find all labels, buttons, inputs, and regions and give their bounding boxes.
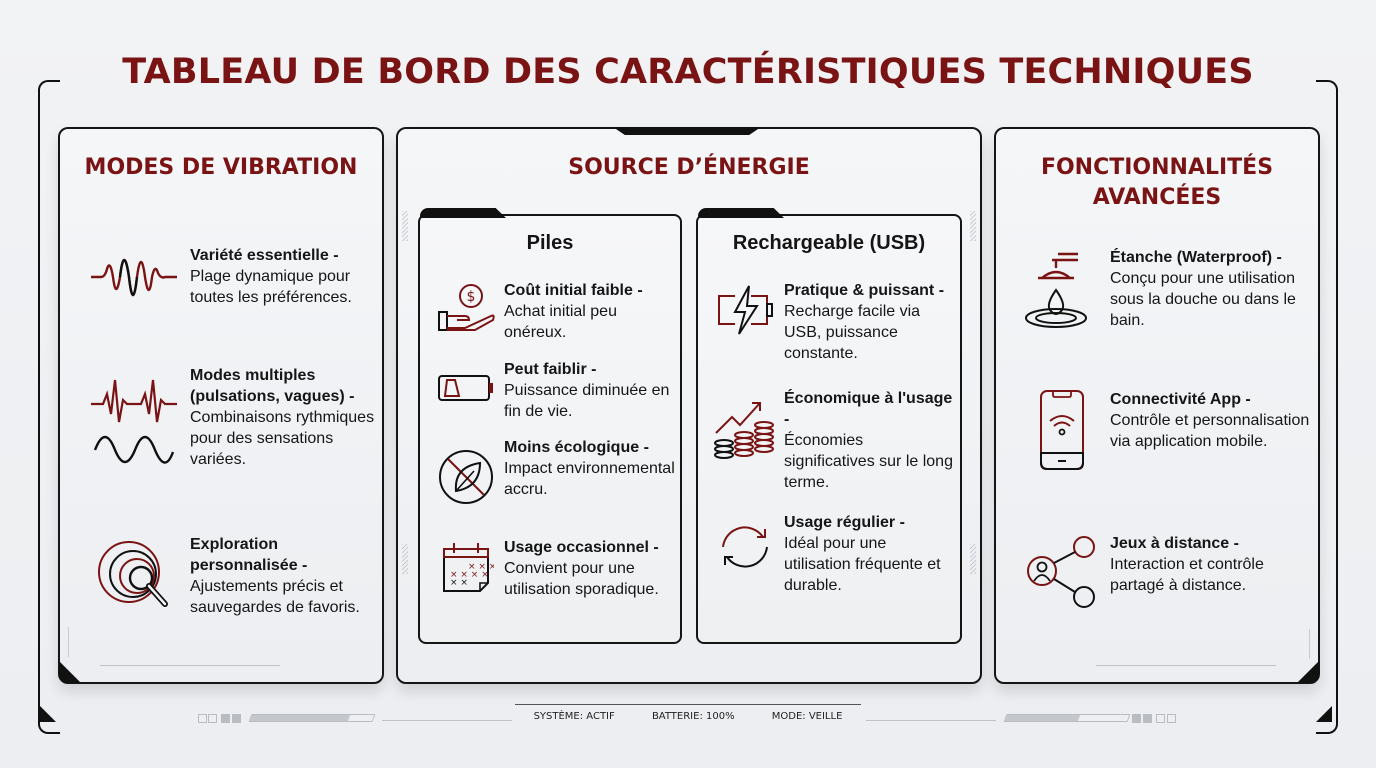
usb-card: Rechargeable (USB) Pratique & puissant -… (696, 208, 962, 644)
feature-item: Économique à l'usage - Économies signific… (706, 388, 958, 493)
search-rings-icon (78, 534, 190, 618)
svg-text:× × × ×: × × × × (450, 570, 489, 580)
feature-item: Connectivité App - Contrôle et personnali… (1014, 387, 1314, 473)
feature-desc: Convient pour une utilisation sporadique… (504, 560, 659, 598)
feature-item: Usage régulier - Idéal pour une utilisati… (706, 512, 958, 596)
feature-title: Économique à l'usage - (784, 390, 953, 428)
coins-growth-icon (706, 388, 784, 474)
feature-title: Peut faiblir - (504, 361, 597, 378)
energy-panel: SOURCE D’ÉNERGIE Piles $ Coût initial fa… (396, 127, 982, 684)
feature-item: $ Coût initial faible - Achat initial peu… (428, 280, 678, 343)
feature-item: Variété essentielle - Plage dynamique pou… (78, 237, 378, 317)
corner-marker (1297, 661, 1319, 683)
status-bar: SYSTÈME: ACTIF BATTERIE: 100% MODE: VEIL… (515, 704, 861, 727)
energy-heading: SOURCE D’ÉNERGIE (568, 155, 810, 180)
feature-title: Coût initial faible - (504, 282, 643, 299)
charging-battery-icon (706, 280, 784, 340)
corner-marker (59, 661, 81, 683)
dashboard-frame (38, 80, 1338, 734)
feature-item: Moins écologique - Impact environnemental… (428, 437, 678, 517)
status-battery: BATTERIE: 100% (651, 710, 735, 722)
shower-drop-icon (1014, 245, 1110, 337)
feature-title: Modes multiples (pulsations, vagues) - (190, 367, 355, 405)
feature-item: × × ×× × × ×× × Usage occasionnel - Convi… (428, 537, 678, 600)
piles-card: Piles $ Coût initial faible - Achat initi… (418, 208, 682, 644)
feature-title: Moins écologique - (504, 439, 649, 456)
feature-desc: Conçu pour une utilisation sous la douch… (1110, 270, 1296, 329)
feature-title: Connectivité App - (1110, 391, 1251, 408)
feature-item: Peut faiblir - Puissance diminuée en fin … (428, 359, 678, 422)
feature-title: Exploration personnalisée - (190, 536, 308, 574)
feature-desc: Interaction et contrôle partagé à distan… (1110, 556, 1264, 594)
feature-desc: Recharge facile via USB, puissance const… (784, 303, 921, 362)
phone-wifi-icon (1014, 387, 1110, 473)
feature-title: Jeux à distance - (1110, 535, 1239, 552)
hand-coin-icon: $ (428, 280, 504, 338)
feature-item: Exploration personnalisée - Ajustements p… (78, 534, 378, 618)
status-mode: MODE: VEILLE (771, 710, 843, 722)
corner-marker (40, 706, 56, 722)
feature-title: Étanche (Waterproof) - (1110, 249, 1282, 266)
feature-title: Usage occasionnel - (504, 539, 659, 556)
feature-item: Jeux à distance - Interaction et contrôle… (1014, 533, 1314, 613)
feature-desc: Achat initial peu onéreux. (504, 303, 617, 341)
page-title: TABLEAU DE BORD DES CARACTÉRISTIQUES TEC… (122, 52, 1254, 92)
vibration-heading: MODES DE VIBRATION (84, 155, 358, 180)
advanced-heading: FONCTIONNALITÉS AVANCÉES (1040, 155, 1274, 210)
waveform-icon (78, 237, 190, 317)
feature-desc: Économies significatives sur le long ter… (784, 432, 953, 491)
feature-title: Pratique & puissant - (784, 282, 945, 299)
svg-text:× ×: × × (450, 578, 468, 588)
feature-desc: Combinaisons rythmiques pour des sensati… (190, 409, 375, 468)
feature-desc: Puissance diminuée en fin de vie. (504, 382, 670, 420)
corner-marker (1316, 706, 1332, 722)
feature-desc: Ajustements précis et sauvegardes de fav… (190, 578, 360, 616)
cycle-arrows-icon (706, 512, 784, 582)
feature-title: Variété essentielle - (190, 247, 339, 264)
feature-item: Étanche (Waterproof) - Conçu pour une uti… (1014, 245, 1314, 337)
no-leaf-icon (428, 437, 504, 517)
calendar-icon: × × ×× × × ×× × (428, 537, 504, 597)
svg-text:$: $ (467, 289, 476, 305)
usb-heading: Rechargeable (USB) (732, 232, 926, 254)
feature-item: Pratique & puissant - Recharge facile via… (706, 280, 958, 364)
pulse-wave-icon (78, 365, 190, 475)
feature-desc: Contrôle et personnalisation via applica… (1110, 412, 1310, 450)
vibration-panel: MODES DE VIBRATION Variété essentielle -… (58, 127, 384, 684)
feature-item: Modes multiples (pulsations, vagues) - Co… (78, 365, 378, 475)
status-system: SYSTÈME: ACTIF (533, 710, 615, 722)
feature-desc: Plage dynamique pour toutes les préféren… (190, 268, 352, 306)
piles-heading: Piles (526, 232, 574, 254)
advanced-panel: FONCTIONNALITÉS AVANCÉES Étanche (Waterp… (994, 127, 1320, 684)
svg-text:× × ×: × × × (468, 562, 494, 572)
feature-desc: Idéal pour une utilisation fréquente et … (784, 535, 941, 594)
feature-title: Usage régulier - (784, 514, 905, 531)
feature-desc: Impact environnemental accru. (504, 460, 675, 498)
low-battery-icon (428, 359, 504, 417)
share-user-icon (1014, 533, 1110, 613)
